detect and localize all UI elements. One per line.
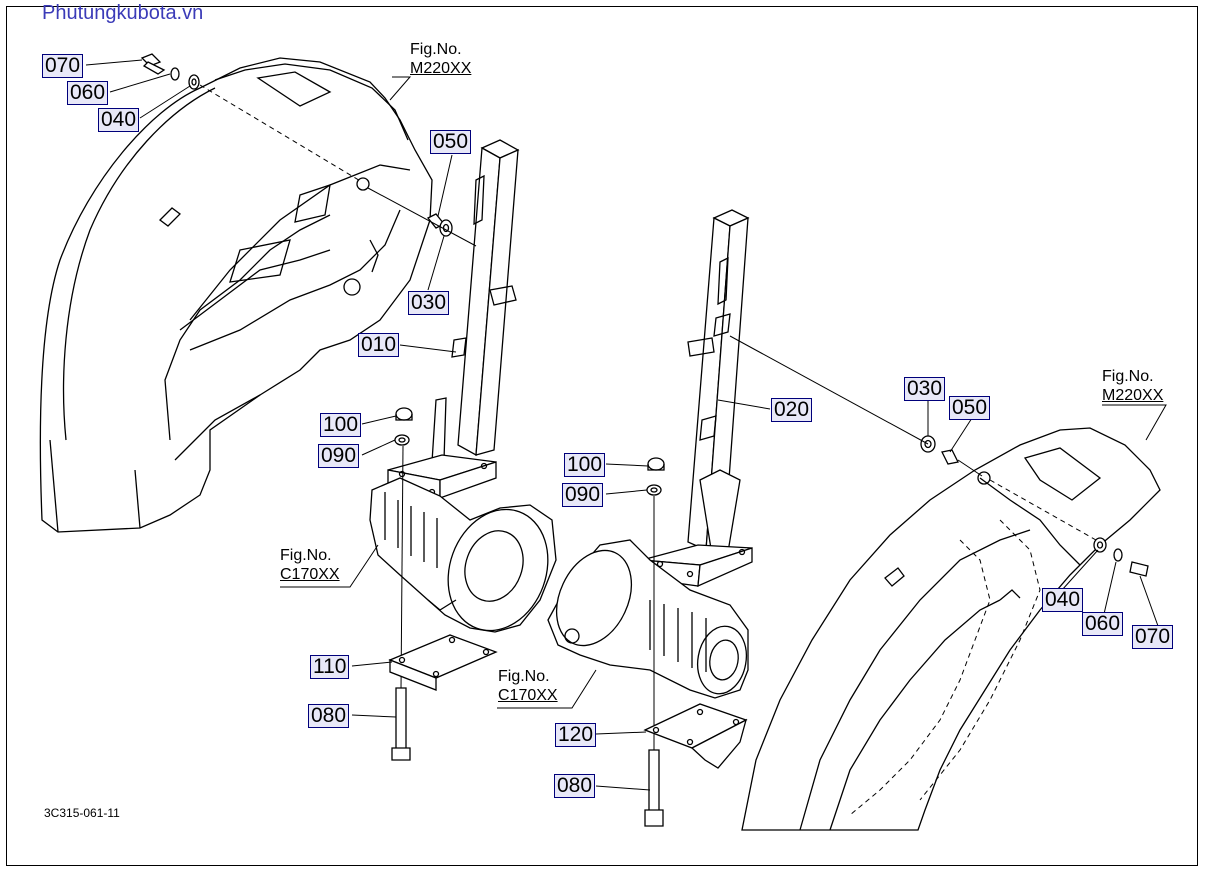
callout-080-right[interactable]: 080: [554, 774, 596, 798]
figref-number: M220XX: [1102, 387, 1164, 404]
callout-100-right[interactable]: 100: [564, 453, 606, 477]
figref-axle-left[interactable]: Fig.No. C170XX: [280, 546, 340, 584]
callout-070-left[interactable]: 070: [42, 54, 84, 78]
left-fender: [39, 57, 433, 533]
callout-060-right[interactable]: 060: [1082, 612, 1124, 636]
callout-040-left[interactable]: 040: [98, 108, 140, 132]
drawing-frame: [6, 6, 1198, 866]
callout-100-left[interactable]: 100: [320, 413, 362, 437]
site-watermark: Phutungkubota.vn: [42, 2, 204, 24]
right-bracket-020: [639, 209, 753, 588]
right-axle-housing: [547, 539, 749, 699]
right-fender: [741, 427, 1161, 831]
callout-090-right[interactable]: 090: [562, 483, 604, 507]
left-lower-hardware: [388, 407, 498, 761]
callout-010[interactable]: 010: [358, 333, 400, 357]
figref-fender-left[interactable]: Fig.No. M220XX: [410, 40, 471, 78]
callout-070-right[interactable]: 070: [1132, 625, 1174, 649]
right-fender-hardware: [729, 335, 1149, 577]
figref-number: C170XX: [280, 566, 340, 583]
figref-number: M220XX: [410, 60, 472, 77]
drawing-code: 3C315-061-11: [44, 806, 120, 820]
figref-label: Fig.No.: [1102, 368, 1154, 385]
callout-120[interactable]: 120: [555, 723, 597, 747]
figref-label: Fig.No.: [410, 41, 462, 58]
left-fender-hardware: [140, 53, 477, 247]
callout-080-left[interactable]: 080: [308, 704, 350, 728]
callout-050-right[interactable]: 050: [949, 396, 991, 420]
callout-030-left[interactable]: 030: [408, 291, 450, 315]
left-axle-housing: [369, 477, 557, 633]
callout-030-right[interactable]: 030: [904, 377, 946, 401]
figref-axle-right[interactable]: Fig.No. C170XX: [498, 667, 558, 705]
figref-label: Fig.No.: [498, 668, 550, 685]
left-bracket-010: [387, 139, 520, 499]
callout-050-left[interactable]: 050: [430, 130, 472, 154]
callout-020[interactable]: 020: [771, 398, 813, 422]
right-lower-hardware: [643, 457, 748, 827]
figref-fender-right[interactable]: Fig.No. M220XX: [1102, 367, 1163, 405]
figref-number: C170XX: [498, 687, 558, 704]
callout-110[interactable]: 110: [310, 655, 350, 679]
leader-lines: [85, 59, 1167, 791]
callout-090-left[interactable]: 090: [318, 444, 360, 468]
callout-060-left[interactable]: 060: [67, 81, 109, 105]
callout-040-right[interactable]: 040: [1042, 588, 1084, 612]
figref-label: Fig.No.: [280, 547, 332, 564]
